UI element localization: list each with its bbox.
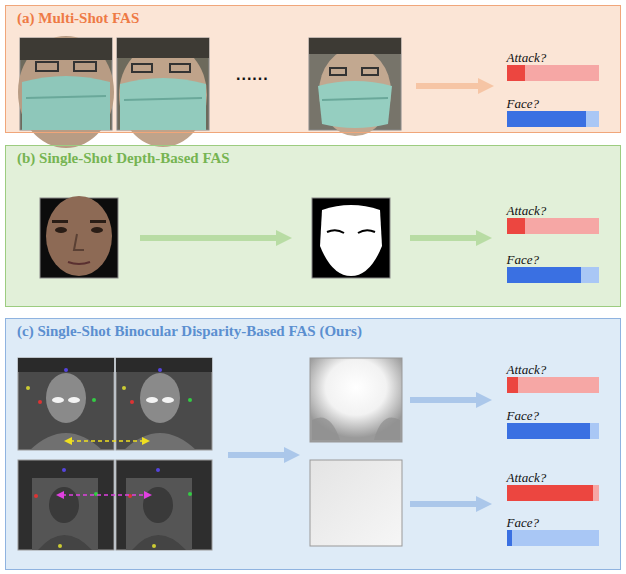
score-bar: Attack? <box>507 470 599 501</box>
bar-label: Attack? <box>507 362 599 377</box>
score-rest <box>590 423 599 439</box>
score-bar-track <box>507 530 599 546</box>
score-fill <box>507 267 581 283</box>
panel-band: (a) Multi-Shot FAS Attack? Face? <box>5 5 621 133</box>
panel-band: (b) Single-Shot Depth-Based FAS Attack? Fa… <box>5 145 621 307</box>
score-bar: Face? <box>507 408 599 439</box>
panel-title: (a) Multi-Shot FAS <box>17 9 139 27</box>
panel-title: (b) Single-Shot Depth-Based FAS <box>17 149 230 167</box>
score-bar: Attack? <box>507 203 599 234</box>
score-bar-track <box>507 267 599 283</box>
bar-label: Face? <box>507 252 599 267</box>
bar-label: Attack? <box>507 203 599 218</box>
score-rest <box>512 530 599 546</box>
score-rest <box>586 111 599 127</box>
score-rest <box>525 65 599 81</box>
score-bar-track <box>507 65 599 81</box>
panel-title: (c) Single-Shot Binocular Disparity-Base… <box>17 322 362 340</box>
bar-label: Face? <box>507 515 599 530</box>
score-bar-track <box>507 485 599 501</box>
score-fill <box>507 111 586 127</box>
score-rest <box>518 377 599 393</box>
score-fill <box>507 218 525 234</box>
score-rest <box>525 218 599 234</box>
score-bar-track <box>507 423 599 439</box>
score-bar: Attack? <box>507 50 599 81</box>
bar-label: Face? <box>507 408 599 423</box>
panel-band: (c) Single-Shot Binocular Disparity-Base… <box>5 318 621 570</box>
bar-label: Attack? <box>507 470 599 485</box>
score-bar-track <box>507 218 599 234</box>
bar-label: Face? <box>507 96 599 111</box>
score-bar: Face? <box>507 96 599 127</box>
score-fill <box>507 423 590 439</box>
score-bar: Face? <box>507 252 599 283</box>
score-bar-track <box>507 377 599 393</box>
score-bar: Attack? <box>507 362 599 393</box>
score-bar: Face? <box>507 515 599 546</box>
score-fill <box>507 65 525 81</box>
bar-label: Attack? <box>507 50 599 65</box>
score-rest <box>593 485 599 501</box>
score-fill <box>507 485 593 501</box>
score-fill <box>507 377 518 393</box>
score-bar-track <box>507 111 599 127</box>
score-rest <box>581 267 599 283</box>
ellipsis-label: ...... <box>236 66 269 84</box>
